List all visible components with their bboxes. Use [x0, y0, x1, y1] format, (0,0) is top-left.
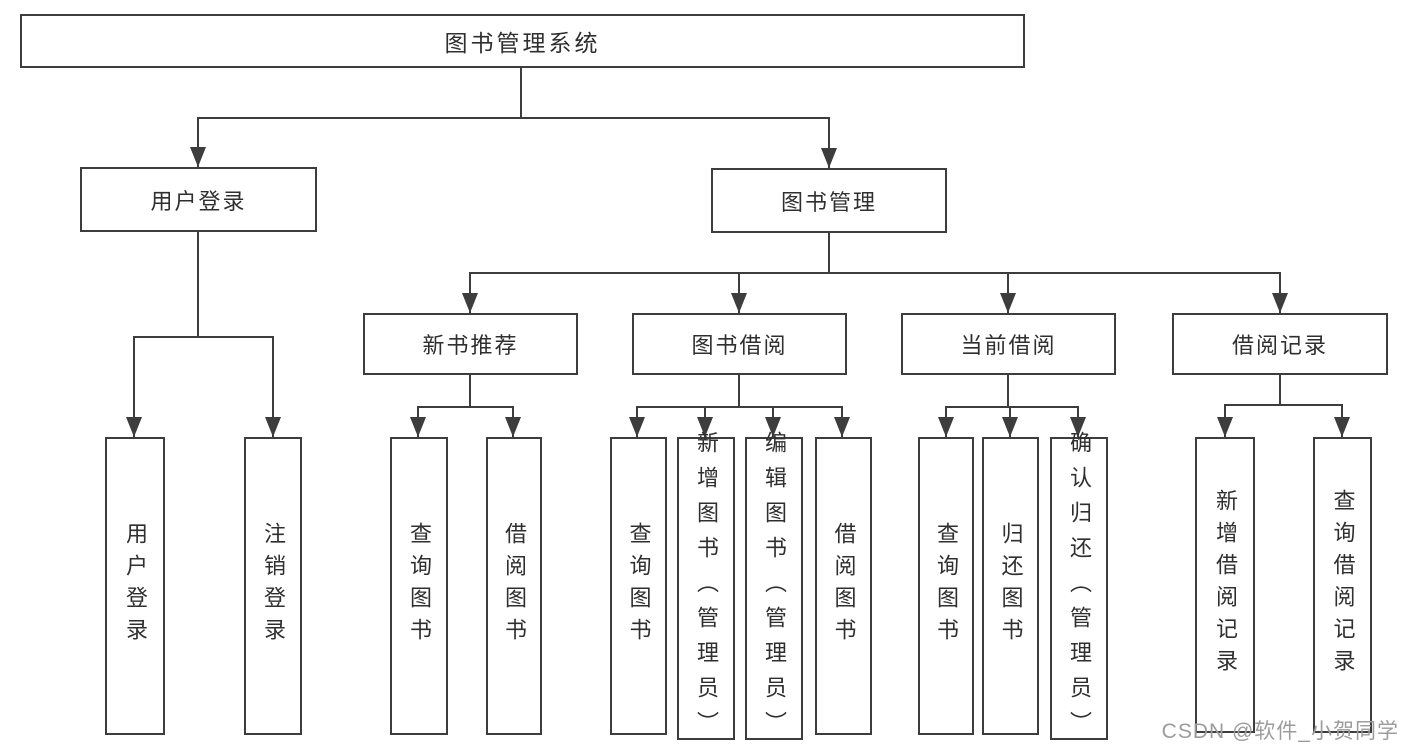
arrowhead-down-icon: [1070, 417, 1086, 437]
connector-line: [133, 336, 135, 437]
leaf-add-borrow-record: 新增借阅记录: [1195, 437, 1255, 733]
node-label: 用户登录: [150, 188, 247, 214]
node-label: 借阅记录: [1231, 333, 1328, 358]
arrowhead-down-icon: [765, 417, 781, 437]
connector-line: [1224, 404, 1343, 406]
connector-line: [272, 336, 274, 437]
connector-line: [636, 406, 843, 408]
arrowhead-down-icon: [1334, 417, 1350, 437]
node-label: 新增借阅记录: [1213, 489, 1238, 681]
connector-line: [197, 117, 830, 119]
arrowhead-down-icon: [697, 417, 713, 437]
arrowhead-down-icon: [126, 417, 142, 437]
leaf-add-books-admin: 新增图书（管理员）: [677, 431, 735, 746]
leaf-query-books-1: 查询图书: [390, 437, 448, 735]
arrowhead-down-icon: [1217, 417, 1233, 437]
connector-line: [469, 272, 471, 313]
connector-line: [520, 68, 522, 118]
node-label: 编辑图书（管理员）: [762, 431, 787, 746]
node-book-borrow: 图书借阅: [632, 313, 847, 375]
node-current-borrow: 当前借阅: [901, 313, 1116, 375]
node-label: 注销登录: [261, 522, 286, 650]
connector-line: [945, 406, 1079, 408]
node-label: 用户登录: [123, 522, 148, 650]
connector-line: [197, 232, 199, 338]
node-label: 新增图书（管理员）: [694, 431, 719, 746]
node-label: 图书管理系统: [444, 30, 601, 56]
arrowhead-down-icon: [190, 147, 206, 167]
node-label: 查询借阅记录: [1330, 489, 1356, 681]
leaf-return-books: 归还图书: [982, 437, 1039, 735]
node-label: 确认归还（管理员）: [1067, 431, 1092, 746]
arrowhead-down-icon: [834, 417, 850, 437]
arrowhead-down-icon: [1002, 417, 1018, 437]
connector-line: [738, 272, 740, 313]
node-label: 借阅图书: [502, 522, 527, 650]
connector-line: [469, 272, 1281, 274]
arrowhead-down-icon: [821, 148, 837, 168]
arrowhead-down-icon: [1272, 293, 1288, 313]
leaf-edit-books-admin: 编辑图书（管理员）: [745, 431, 803, 746]
leaf-query-borrow-record: 查询借阅记录: [1313, 437, 1372, 733]
arrowhead-down-icon: [1000, 293, 1016, 313]
arrowhead-down-icon: [629, 417, 645, 437]
node-user-login: 用户登录: [80, 167, 317, 232]
connector-line: [469, 375, 471, 408]
leaf-logout: 注销登录: [244, 437, 302, 735]
connector-line: [828, 233, 830, 274]
arrowhead-down-icon: [265, 417, 281, 437]
node-book-management: 图书管理: [711, 168, 947, 233]
node-label: 查询图书: [626, 522, 652, 650]
connector-line: [738, 375, 740, 408]
node-label: 图书借阅: [691, 333, 788, 358]
leaf-query-books-3: 查询图书: [918, 437, 974, 735]
node-label: 归还图书: [998, 522, 1024, 650]
node-new-books: 新书推荐: [363, 313, 578, 375]
connector-line: [1007, 375, 1009, 408]
node-library-system: 图书管理系统: [20, 14, 1025, 68]
leaf-confirm-return-admin: 确认归还（管理员）: [1050, 431, 1108, 746]
node-borrow-records: 借阅记录: [1172, 313, 1388, 375]
connector-line: [133, 336, 274, 338]
connector-line: [417, 406, 514, 408]
connector-line: [1279, 375, 1281, 406]
connector-line: [197, 117, 199, 167]
arrowhead-down-icon: [462, 293, 478, 313]
node-label: 查询图书: [934, 522, 959, 650]
leaf-borrow-books-1: 借阅图书: [486, 437, 542, 735]
arrowhead-down-icon: [505, 417, 521, 437]
connector-line: [1279, 272, 1281, 313]
leaf-user-login: 用户登录: [105, 437, 165, 735]
node-label: 借阅图书: [831, 522, 857, 650]
node-label: 当前借阅: [960, 333, 1057, 358]
leaf-borrow-books-2: 借阅图书: [815, 437, 872, 735]
node-label: 新书推荐: [422, 333, 519, 358]
node-label: 查询图书: [407, 522, 432, 650]
leaf-query-books-2: 查询图书: [610, 437, 667, 735]
arrowhead-down-icon: [731, 293, 747, 313]
arrowhead-down-icon: [938, 417, 954, 437]
csdn-watermark: CSDN @软件_小贺同学: [1161, 720, 1399, 743]
node-label: 图书管理: [780, 189, 877, 215]
connector-line: [1007, 272, 1009, 313]
connector-line: [828, 117, 830, 168]
arrowhead-down-icon: [410, 417, 426, 437]
